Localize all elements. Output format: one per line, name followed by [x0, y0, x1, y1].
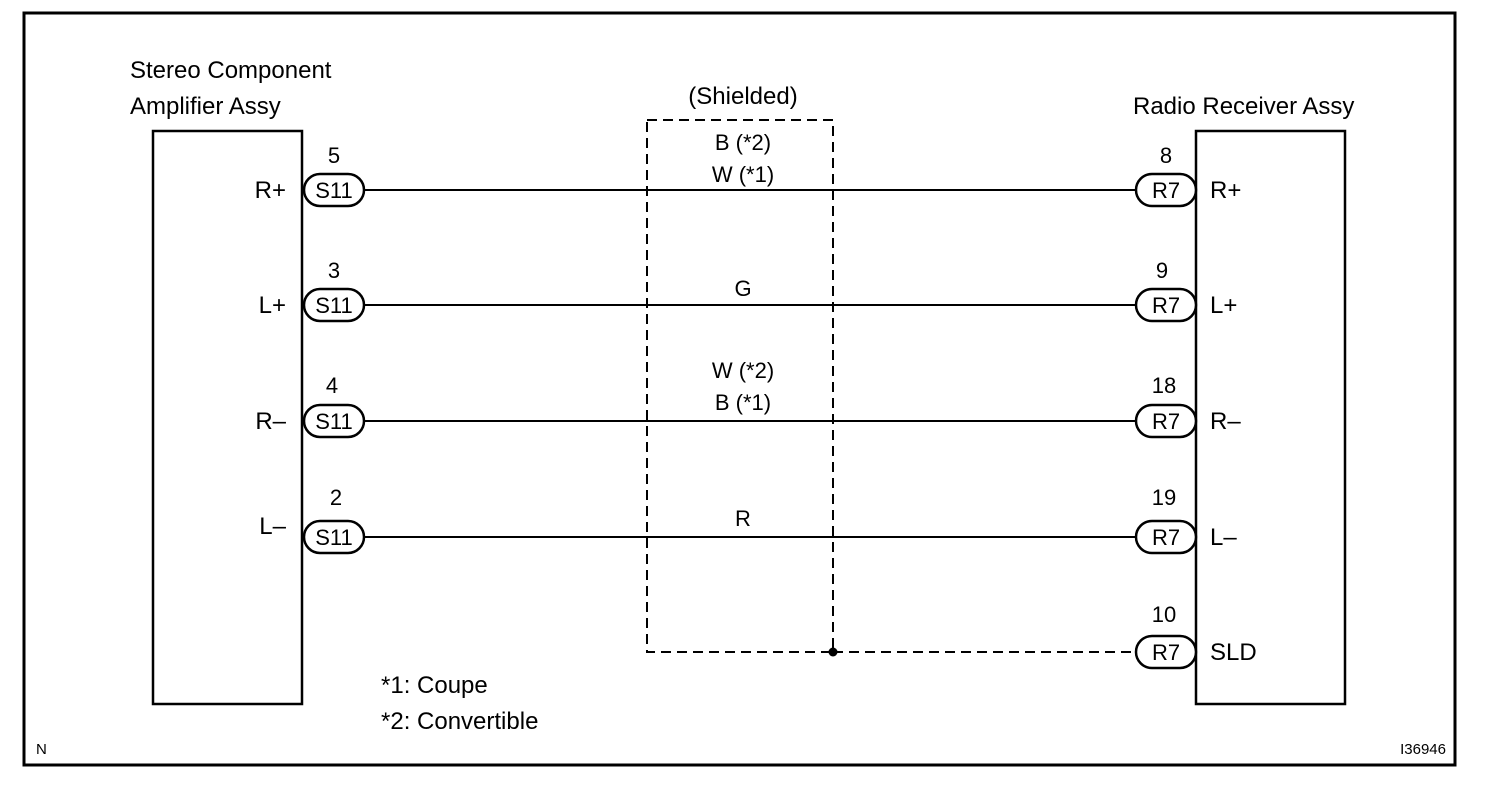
right-terminal-label: SLD: [1210, 639, 1257, 666]
right-connector-label: R7: [1152, 640, 1180, 665]
right-connector-label: R7: [1152, 409, 1180, 434]
left-terminal-label: L–: [259, 513, 286, 540]
circuit-1: 5 S11 R+ B (*2) W (*1) 8 R7 R+: [255, 130, 1241, 208]
circuit-3: 4 S11 R– W (*2) B (*1) 18 R7 R–: [255, 358, 1241, 439]
note-convertible: *2: Convertible: [381, 708, 538, 735]
shield-junction-dot: [828, 647, 838, 657]
shield-boundary: [646, 119, 834, 653]
left-terminal-label: L+: [259, 292, 286, 319]
left-connector-shape: [302, 172, 366, 208]
wire-color-line1: B (*2): [715, 130, 771, 155]
left-terminal-label: R–: [255, 408, 286, 435]
right-component-title: Radio Receiver Assy: [1133, 93, 1354, 120]
left-component-box: [151, 129, 304, 706]
circuit-4: 2 S11 L– R 19 R7 L–: [259, 485, 1237, 555]
left-connector-shape: [302, 287, 366, 323]
right-connector-label: R7: [1152, 525, 1180, 550]
right-terminal-label: L+: [1210, 292, 1237, 319]
note-coupe: *1: Coupe: [381, 672, 488, 699]
right-connector-label: R7: [1152, 293, 1180, 318]
right-terminal-label: R+: [1210, 177, 1241, 204]
left-connector-label: S11: [315, 293, 353, 318]
wire-color-line2: B (*1): [715, 390, 771, 415]
right-pin-number: 10: [1152, 602, 1176, 627]
left-connector-shape: [302, 519, 366, 555]
right-connector-shape: [1134, 287, 1198, 323]
left-connector-shape: [302, 403, 366, 439]
left-connector-label: S11: [315, 525, 353, 550]
figure-id: I36946: [1400, 741, 1446, 758]
right-pin-number: 9: [1156, 258, 1168, 283]
corner-mark: N: [36, 741, 47, 758]
right-connector-shape: [1134, 403, 1198, 439]
shield-label: (Shielded): [688, 83, 797, 110]
wire-color-line2: W (*1): [712, 162, 774, 187]
right-connector-shape: [1134, 519, 1198, 555]
right-pin-number: 19: [1152, 485, 1176, 510]
right-connector-label: R7: [1152, 178, 1180, 203]
right-pin-number: 8: [1160, 143, 1172, 168]
left-pin-number: 5: [328, 143, 340, 168]
left-component-title-line1: Stereo Component: [130, 57, 332, 84]
left-pin-number: 2: [330, 485, 342, 510]
left-terminal-label: R+: [255, 177, 286, 204]
right-terminal-label: L–: [1210, 524, 1237, 551]
right-connector-shape: [1134, 634, 1198, 670]
left-connector-label: S11: [315, 178, 353, 203]
left-pin-number: 3: [328, 258, 340, 283]
wire-color-line1: G: [734, 276, 751, 301]
right-pin-number: 18: [1152, 373, 1176, 398]
left-connector-label: S11: [315, 409, 353, 434]
right-connector-shape: [1134, 172, 1198, 208]
wire-color-line1: W (*2): [712, 358, 774, 383]
left-pin-number: 4: [326, 373, 338, 398]
circuit-2: 3 S11 L+ G 9 R7 L+: [259, 258, 1237, 323]
shield-ground-circuit: 10 R7 SLD: [828, 602, 1257, 670]
right-terminal-label: R–: [1210, 408, 1241, 435]
diagram-frame: [22, 11, 1457, 767]
wire-color-line1: R: [735, 506, 751, 531]
left-component-title-line2: Amplifier Assy: [130, 93, 281, 120]
